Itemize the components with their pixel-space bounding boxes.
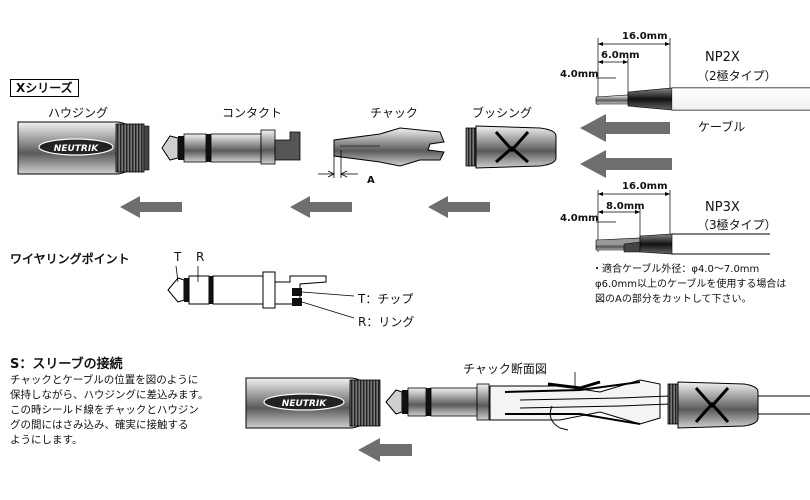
chuck-section-view xyxy=(489,372,671,431)
housing-label: ハウジング xyxy=(48,106,109,120)
assembled-contact xyxy=(385,383,490,421)
chuck-section-label: チャック断面図 xyxy=(463,362,547,376)
np2x-strip-length: 6.0mm xyxy=(601,50,640,61)
bushing-label: ブッシング xyxy=(472,106,533,120)
np2x-total-length: 16.0mm xyxy=(622,31,668,42)
np3x-desc: （3極タイプ） xyxy=(697,218,777,232)
np2x-model: NP2X xyxy=(705,50,740,65)
dimension-a-label: A xyxy=(367,175,375,186)
np2x-desc: （2極タイプ） xyxy=(697,69,777,83)
wiring-ring-label: R：リング xyxy=(358,315,415,329)
sleeve-text-5: ようにします。 xyxy=(10,434,83,446)
np3x-strip-length: 8.0mm xyxy=(606,201,645,212)
sleeve-text-2: 保持しながら、ハウジングに差込みます。 xyxy=(10,389,209,401)
np2x-cable xyxy=(595,38,810,111)
chuck-part xyxy=(318,127,445,178)
assembled-housing xyxy=(245,377,381,429)
sleeve-title: S：スリーブの接続 xyxy=(10,357,123,372)
chuck-label: チャック xyxy=(370,106,418,120)
series-label: Xシリーズ xyxy=(10,79,79,97)
assembly-arrow-bottom xyxy=(358,438,412,462)
assembled-bushing xyxy=(667,381,810,429)
wiring-t-mark: T xyxy=(174,250,182,264)
cable-label: ケーブル xyxy=(698,120,746,134)
wiring-plug xyxy=(167,265,355,319)
bushing-part xyxy=(465,125,557,169)
housing-part xyxy=(17,121,150,175)
np3x-total-length: 16.0mm xyxy=(622,181,668,192)
sleeve-text-4: グの間にはさみ込み、確実に接触する xyxy=(10,419,189,431)
sleeve-text-1: チャックとケーブルの位置を図のように xyxy=(10,374,199,386)
assembly-arrows xyxy=(120,196,490,218)
wiring-title: ワイヤリングポイント xyxy=(10,252,130,266)
cable-note-3: 図のAの部分をカットして下さい。 xyxy=(595,294,752,305)
contact-label: コンタクト xyxy=(222,106,283,120)
np3x-core-length: 4.0mm xyxy=(560,213,599,224)
np3x-model: NP3X xyxy=(705,200,740,215)
housing-logo: NEUTRIK xyxy=(54,144,99,154)
np2x-core-length: 4.0mm xyxy=(560,69,599,80)
contact-part xyxy=(161,129,301,165)
np3x-cable xyxy=(595,190,770,255)
cable-note-1: ・適合ケーブル外径：φ4.0〜7.0mm xyxy=(592,264,760,275)
cable-note-2: φ6.0mm以上のケーブルを使用する場合は xyxy=(595,279,787,290)
wiring-tip-label: T：チップ xyxy=(358,292,414,306)
wiring-r-mark: R xyxy=(196,250,205,264)
assembled-housing-logo: NEUTRIK xyxy=(282,399,327,409)
sleeve-text-3: この時シールド線をチャックとハウジン xyxy=(10,404,199,416)
cable-arrows xyxy=(580,114,672,178)
